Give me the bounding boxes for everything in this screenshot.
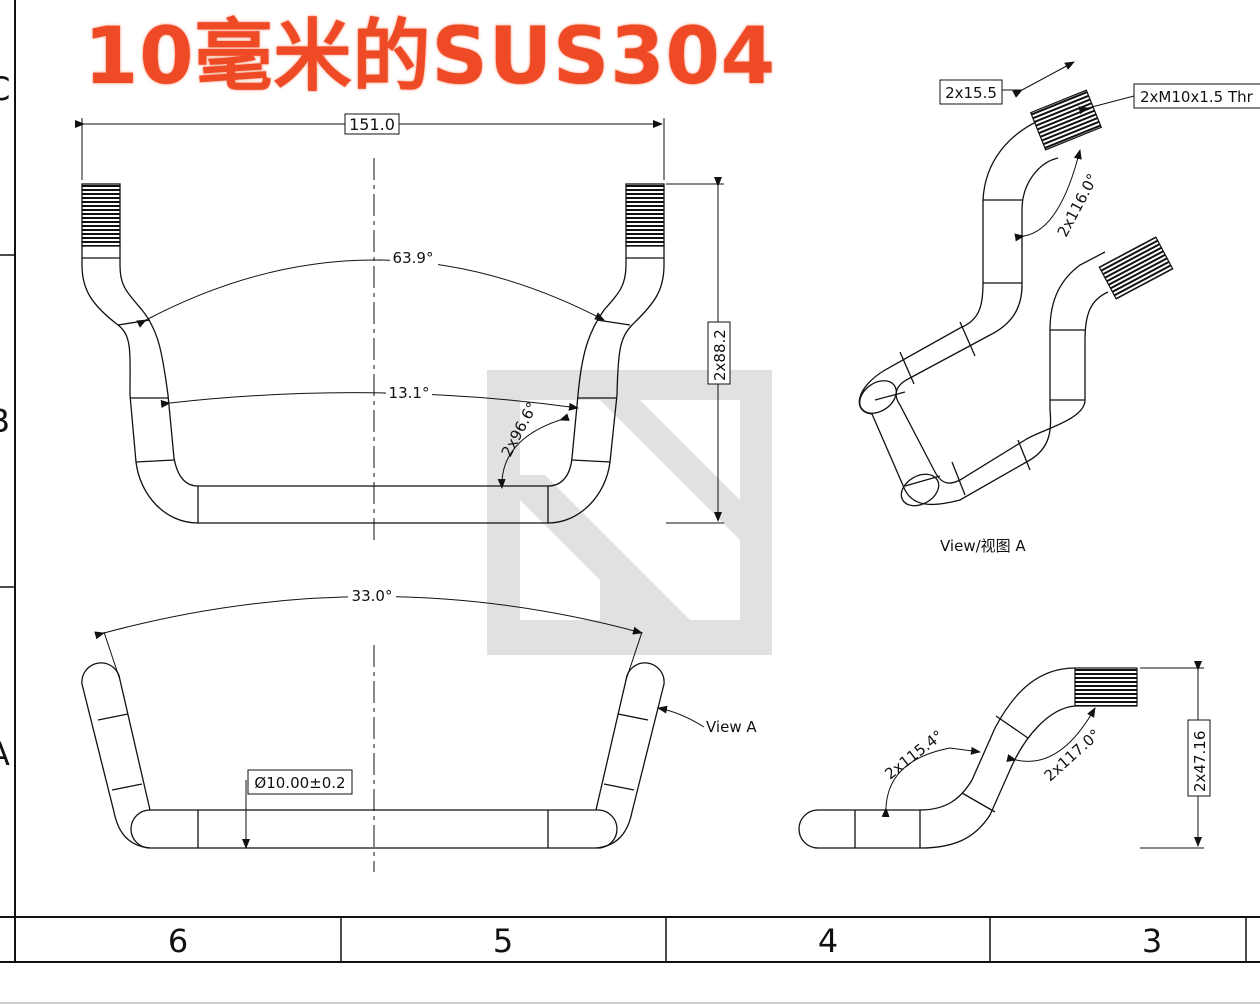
- right-thread: [625, 183, 665, 247]
- iso-bend-angle-label: 2x116.0°: [1054, 171, 1102, 240]
- angle-top-label: 63.9°: [393, 249, 434, 267]
- side-thread: [1074, 667, 1138, 707]
- side-angle-left-label: 2x115.4°: [881, 727, 946, 784]
- watermark-logo: [487, 370, 772, 655]
- width-dim-label: 151.0: [349, 115, 395, 134]
- side-height-label: 2x47.16: [1191, 731, 1209, 792]
- front-view: 151.0 63.9° 13.1° 2x96.6° 2x88.2: [75, 113, 731, 540]
- zone-col-6: 6: [168, 922, 188, 960]
- diameter-label: Ø10.00±0.2: [254, 774, 345, 792]
- view-a-caption: View/视图 A: [940, 537, 1026, 555]
- title-overlay: 10毫米的SUS304: [84, 12, 777, 102]
- bottom-angle-label: 33.0°: [352, 587, 393, 605]
- thread-length-label: 2x15.5: [945, 84, 997, 102]
- view-a-callout: View A: [706, 718, 757, 736]
- zone-col-5: 5: [493, 922, 513, 960]
- bottom-view: 33.0° Ø10.00±0.2 View A: [81, 586, 757, 872]
- angle-mid-label: 13.1°: [389, 384, 430, 402]
- zone-row-c: C: [0, 70, 10, 108]
- height-dim-label: 2x88.2: [711, 329, 729, 381]
- iso-thread-back: [1029, 89, 1103, 151]
- zone-col-3: 3: [1142, 922, 1162, 960]
- thread-spec-label: 2xM10x1.5 Thr: [1140, 88, 1254, 106]
- side-angle-right-label: 2x117.0°: [1041, 726, 1104, 785]
- zone-col-4: 4: [818, 922, 838, 960]
- iso-view: 2x15.5 2xM10x1.5 Thr 2x116.0°: [858, 61, 1260, 507]
- zone-row-b: B: [0, 402, 10, 440]
- left-thread: [81, 183, 121, 247]
- zone-row-a: A: [0, 735, 10, 773]
- iso-thread-front: [1098, 236, 1174, 300]
- side-view: 2x115.4° 2x117.0° 2x47.16: [798, 661, 1211, 849]
